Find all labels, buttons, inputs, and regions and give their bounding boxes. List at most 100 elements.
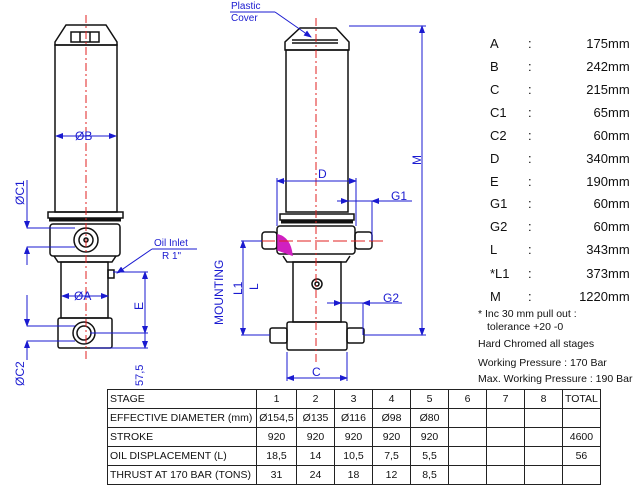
bottom-eye bbox=[286, 321, 348, 351]
label-r1: R 1" bbox=[162, 251, 182, 262]
spec-colon: : bbox=[528, 82, 532, 97]
spec-colon: : bbox=[528, 151, 532, 166]
weld-highlight bbox=[277, 234, 293, 257]
dimensions-left bbox=[24, 133, 197, 360]
table-cell: 4600 bbox=[562, 427, 601, 447]
table-cell: EFFECTIVE DIAMETER (mm) bbox=[107, 408, 257, 428]
spec-value: 343 bbox=[586, 242, 608, 257]
spec-key: C2 bbox=[490, 128, 507, 143]
spec-value: 60 bbox=[593, 196, 608, 211]
table-cell: 7 bbox=[486, 389, 525, 409]
spec-colon: : bbox=[528, 196, 532, 211]
spec-value: 65 bbox=[593, 105, 608, 120]
table-cell: 6 bbox=[448, 389, 487, 409]
table-cell: 920 bbox=[410, 427, 449, 447]
outer-barrel bbox=[285, 49, 349, 213]
spec-value: 175 bbox=[586, 36, 608, 51]
label-dia-a: ØA bbox=[74, 289, 91, 303]
table-cell: STROKE bbox=[107, 427, 257, 447]
spec-unit: mm bbox=[608, 105, 630, 120]
spec-colon: : bbox=[528, 219, 532, 234]
table-cell: 1 bbox=[256, 389, 297, 409]
spec-value: 190 bbox=[586, 174, 608, 189]
table-cell: STAGE bbox=[107, 389, 257, 409]
label-dia-b: ØB bbox=[75, 129, 92, 143]
label-mounting: MOUNTING bbox=[212, 260, 226, 325]
spec-key: D bbox=[490, 151, 500, 166]
spec-unit: mm bbox=[608, 151, 630, 166]
spec-colon: : bbox=[528, 266, 532, 281]
table-cell bbox=[486, 427, 525, 447]
nut-icon bbox=[70, 31, 100, 43]
spec-value: 60 bbox=[593, 219, 608, 234]
label-dia-c1: ØC1 bbox=[13, 180, 27, 205]
table-cell: Ø116 bbox=[334, 408, 373, 428]
spec-key: C bbox=[490, 82, 500, 97]
spec-colon: : bbox=[528, 128, 532, 143]
spec-key: L bbox=[490, 242, 498, 257]
table-cell: 8 bbox=[524, 389, 563, 409]
label-l: L bbox=[247, 283, 261, 290]
spec-key: E bbox=[490, 174, 499, 189]
table-cell bbox=[486, 408, 525, 428]
spec-colon: : bbox=[528, 59, 532, 74]
spec-key: G2 bbox=[490, 219, 508, 234]
table-cell: 10,5 bbox=[334, 446, 373, 466]
plastic-cover bbox=[284, 27, 350, 51]
table-cell: 2 bbox=[296, 389, 335, 409]
note-pullout: * Inc 30 mm pull out : bbox=[478, 308, 577, 320]
spec-unit: mm bbox=[608, 219, 630, 234]
label-c: C bbox=[312, 365, 321, 379]
spec-key: M bbox=[490, 289, 501, 304]
spec-value: 215 bbox=[586, 82, 608, 97]
gland bbox=[49, 223, 121, 257]
spec-key: G1 bbox=[490, 196, 508, 211]
table-cell: OIL DISPLACEMENT (L) bbox=[107, 446, 257, 466]
spec-key: *L1 bbox=[490, 266, 510, 281]
spec-colon: : bbox=[528, 242, 532, 257]
table-cell: 7,5 bbox=[372, 446, 411, 466]
spec-unit: mm bbox=[608, 266, 630, 281]
table-cell: 24 bbox=[296, 465, 335, 485]
table-cell: 14 bbox=[296, 446, 335, 466]
table-header-row: STAGE 1 2 3 4 5 6 7 8 TOTAL bbox=[107, 389, 601, 409]
spec-value: 60 bbox=[593, 128, 608, 143]
note-working-pressure: Working Pressure : 170 Bar bbox=[478, 357, 607, 369]
lower-tube bbox=[292, 261, 342, 323]
table-cell bbox=[448, 408, 487, 428]
label-plastic: Plastic bbox=[231, 1, 260, 12]
spec-value: 242 bbox=[586, 59, 608, 74]
table-cell bbox=[524, 465, 563, 485]
spec-colon: : bbox=[528, 105, 532, 120]
table-cell: 18,5 bbox=[256, 446, 297, 466]
table-cell: 18 bbox=[334, 465, 373, 485]
spec-unit: mm bbox=[608, 289, 630, 304]
table-cell: 12 bbox=[372, 465, 411, 485]
spec-unit: mm bbox=[608, 196, 630, 211]
table-cell: 31 bbox=[256, 465, 297, 485]
table-cell: Ø80 bbox=[410, 408, 449, 428]
table-cell bbox=[448, 465, 487, 485]
label-57-5: 57,5 bbox=[134, 365, 146, 386]
table-cell: Ø135 bbox=[296, 408, 335, 428]
table-cell: 4 bbox=[372, 389, 411, 409]
spec-unit: mm bbox=[608, 36, 630, 51]
table-cell: 3 bbox=[334, 389, 373, 409]
note-chromed: Hard Chromed all stages bbox=[478, 338, 595, 350]
table-cell: 920 bbox=[296, 427, 335, 447]
table-cell: TOTAL bbox=[562, 389, 601, 409]
table-cell bbox=[448, 446, 487, 466]
label-d: D bbox=[318, 167, 327, 181]
